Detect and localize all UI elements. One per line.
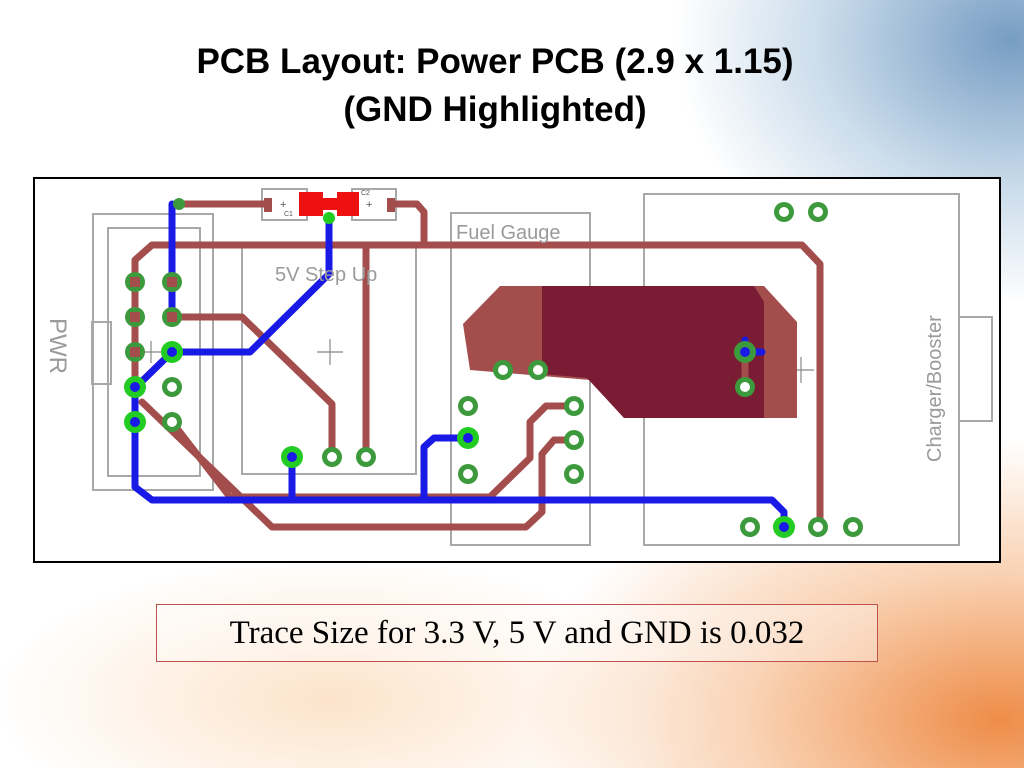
title-line-1: PCB Layout: Power PCB (2.9 x 1.15) bbox=[196, 42, 794, 81]
copper-pour-fill bbox=[542, 286, 764, 418]
charger-connector-tab bbox=[958, 316, 993, 422]
c1-pad-a bbox=[299, 192, 323, 216]
title-line-2: (GND Highlighted) bbox=[343, 90, 647, 129]
fuel-gauge-label: Fuel Gauge bbox=[456, 222, 561, 244]
c1-label: C1 bbox=[284, 211, 293, 218]
c2-label: C2 bbox=[361, 190, 370, 197]
pwr-connector-tab bbox=[91, 321, 112, 385]
step-up-label: 5V Step Up bbox=[275, 264, 377, 286]
pcb-layout-drawing: + + C1 C2 bbox=[44, 188, 993, 546]
slide-title: PCB Layout: Power PCB (2.9 x 1.15) (GND … bbox=[90, 38, 900, 134]
smd-capacitors: + + C1 C2 bbox=[264, 190, 395, 218]
via-top-left bbox=[173, 198, 185, 210]
c2-pad-a bbox=[337, 192, 359, 216]
charger-booster-label: Charger/Booster bbox=[924, 315, 946, 462]
drill-holes bbox=[130, 207, 858, 532]
c1-plus-label: + bbox=[280, 199, 286, 211]
c2-plus-label: + bbox=[366, 199, 372, 211]
pcb-layout-board: + + C1 C2 bbox=[33, 177, 1001, 563]
trace-size-caption: Trace Size for 3.3 V, 5 V and GND is 0.0… bbox=[156, 604, 878, 662]
cap-bridge bbox=[320, 198, 339, 210]
pwr-label: PWR bbox=[44, 318, 71, 374]
